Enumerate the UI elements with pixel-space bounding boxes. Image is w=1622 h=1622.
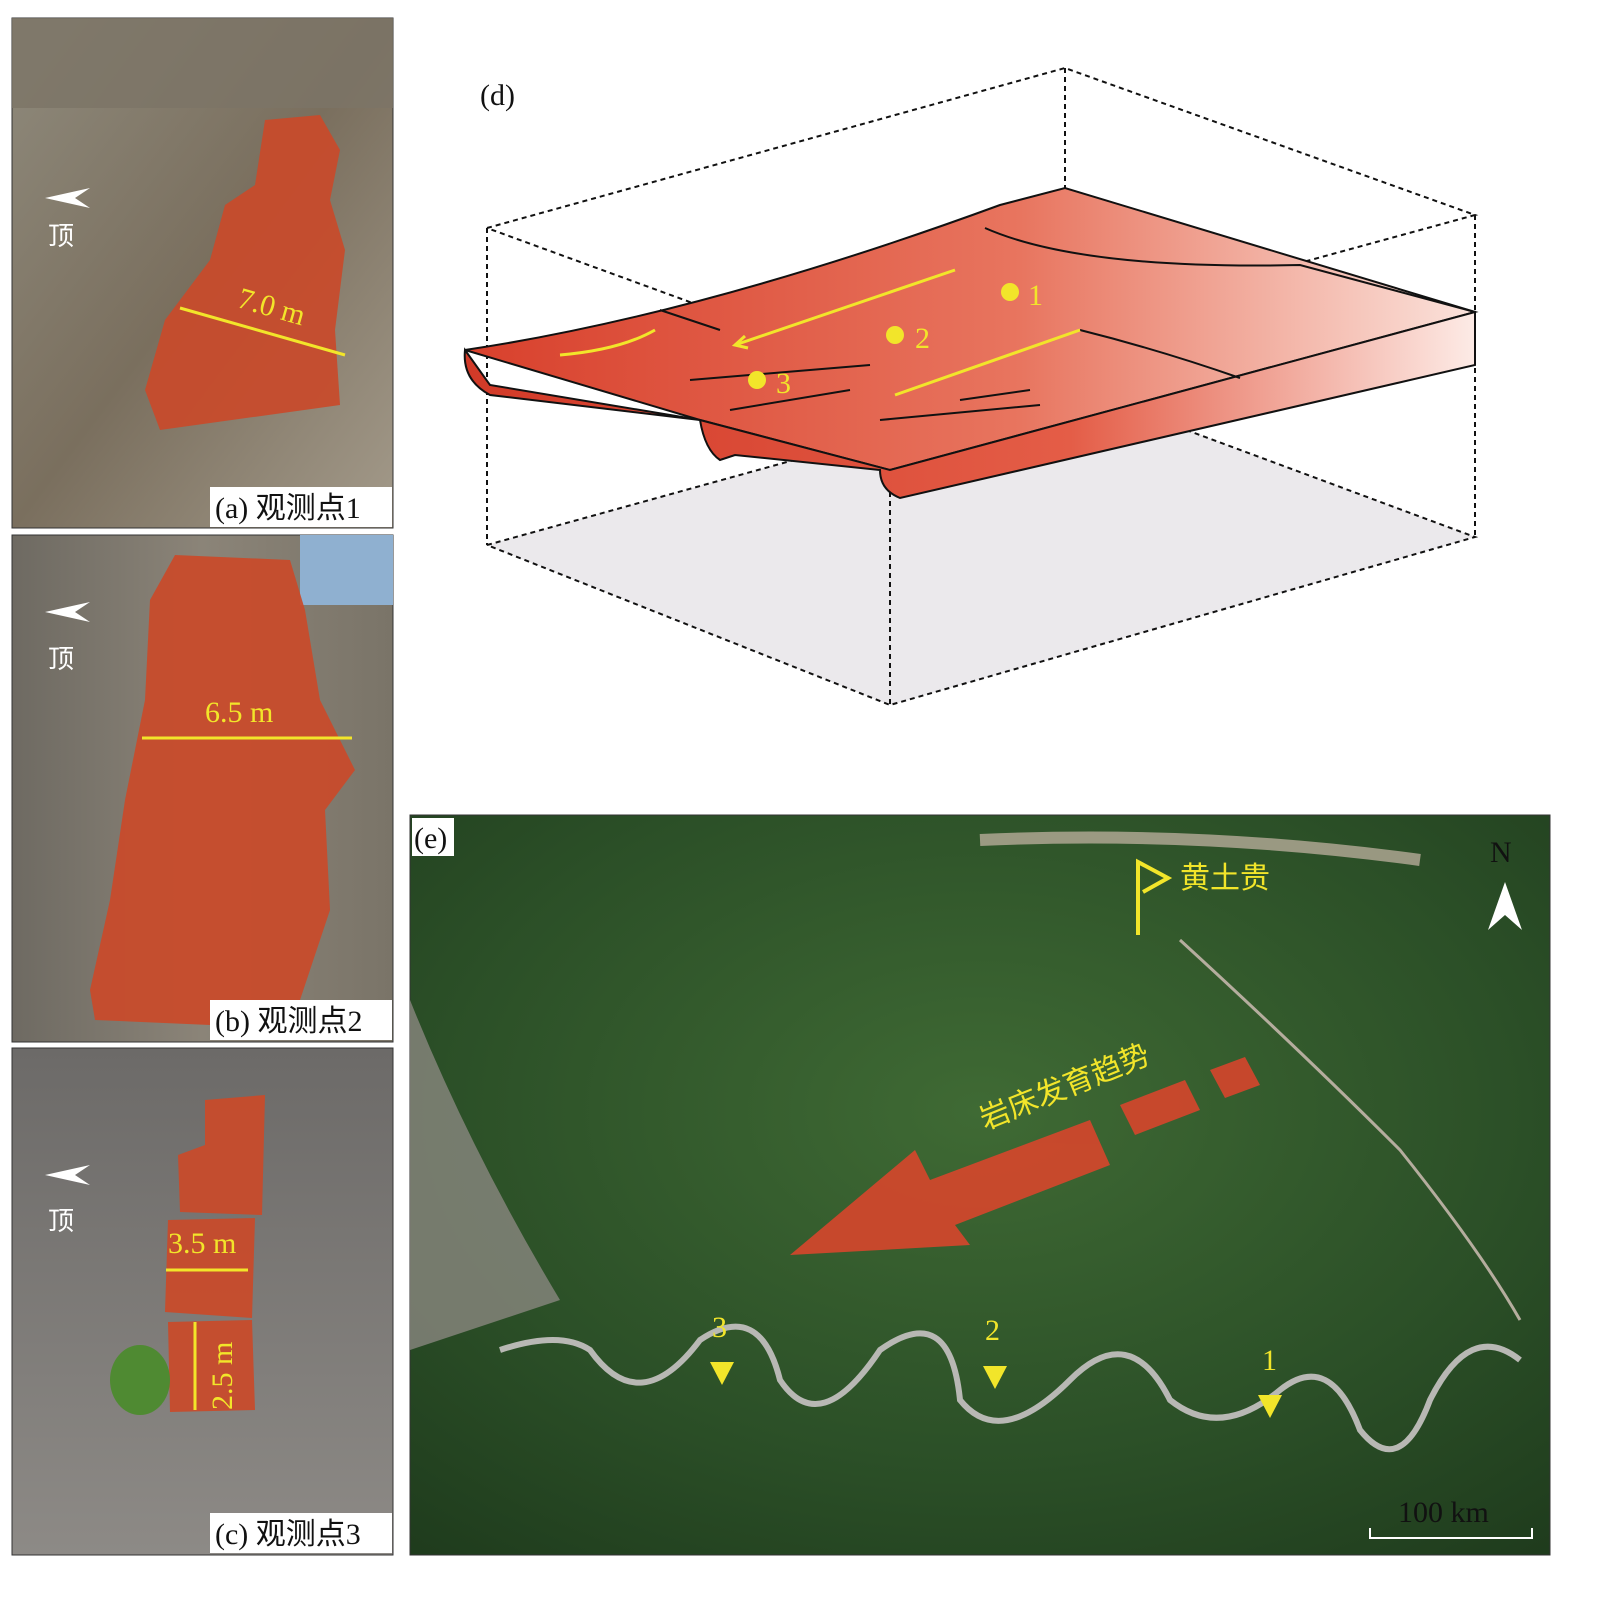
point-label: 2	[985, 1314, 1000, 1347]
sill-outcrop-overlay	[90, 555, 355, 1025]
sill-outcrop-overlay	[145, 115, 345, 430]
north-label: N	[1490, 836, 1512, 869]
panel-e: (e) 黄土贵 N 岩床发育趋势 3 2 1 100 km	[409, 814, 1551, 1556]
height-label: 2.5 m	[206, 1342, 239, 1410]
up-arrow-icon	[45, 1165, 90, 1185]
panel-d: (d) 1 2 3	[463, 66, 1479, 707]
panel-b: 6.5 m 顶 (b) 观测点2	[11, 534, 394, 1043]
width-label: 3.5 m	[168, 1227, 236, 1260]
top-marker: 顶	[48, 645, 74, 675]
panel-a: 7.0 m 顶 (a) 观测点1	[11, 17, 394, 529]
place-name: 黄土贵	[1180, 861, 1270, 896]
panel-a-label: (a) 观测点1	[215, 492, 361, 525]
point-label: 3	[776, 367, 791, 400]
width-label: 6.5 m	[205, 696, 273, 729]
up-arrow-icon	[45, 602, 90, 622]
flag-icon	[1136, 858, 1173, 935]
observation-points: 1 2 3	[748, 279, 1043, 400]
observation-points: 3 2 1	[710, 1311, 1282, 1418]
top-marker: 顶	[48, 1207, 74, 1237]
scale-label: 100 km	[1398, 1496, 1489, 1529]
road	[499, 1323, 1522, 1453]
sill-slab-side	[463, 310, 1476, 500]
trend-arrow	[790, 1057, 1260, 1255]
point-label: 3	[712, 1311, 727, 1344]
scale-bar	[1369, 1528, 1533, 1539]
panel-c: 3.5 m 2.5 m 顶 (c) 观测点3	[11, 1047, 394, 1556]
point-label: 1	[1262, 1344, 1277, 1377]
sill-slab-top	[464, 186, 1479, 472]
point-label: 1	[1028, 279, 1043, 312]
up-arrow-icon	[45, 188, 90, 208]
top-marker: 顶	[48, 222, 74, 252]
width-measure-line	[179, 306, 346, 357]
panel-d-label: (d)	[480, 79, 515, 112]
panel-b-label: (b) 观测点2	[215, 1005, 362, 1038]
flow-arrows	[559, 268, 1081, 397]
north-arrow-icon	[1488, 882, 1522, 930]
panel-c-label: (c) 观测点3	[215, 1518, 361, 1551]
panel-e-label: (e)	[414, 822, 447, 855]
sill-outcrop-overlay	[168, 1320, 255, 1412]
point-label: 2	[915, 322, 930, 355]
